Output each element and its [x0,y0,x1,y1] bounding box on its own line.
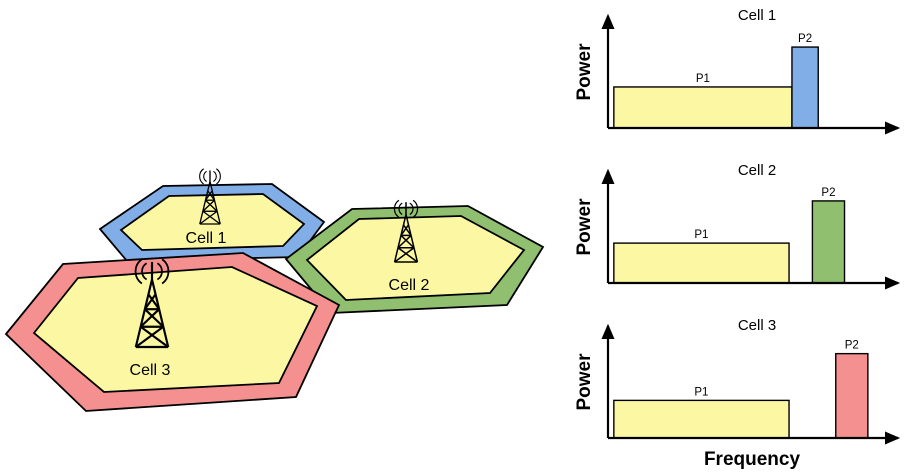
chart-3-bar-p2 [835,352,869,439]
chart-2-ylabel: Power [574,198,595,256]
power-charts: Cell 1 Power P1 P2 Cell 2 Power P1 P2 Ce… [574,7,901,470]
cell-1-hexagon [98,183,326,262]
chart-1-p1-label: P1 [696,73,710,85]
cell-2-center-region [305,215,526,301]
chart-3-title: Cell 3 [738,317,776,334]
cell-3-center-region [32,266,319,393]
chart-2-title: Cell 2 [738,162,776,179]
frequency-axis-label: Frequency [704,449,801,470]
chart-2-p2-label: P2 [821,187,835,199]
cell-1-center-region [119,193,306,251]
chart-cell-3: Cell 3 Power P1 P2 [574,317,901,445]
chart-2-bar-p1 [613,242,790,284]
cell-3-hexagon [4,252,341,412]
chart-1-p2-label: P2 [798,33,812,45]
cell-3-label: Cell 3 [130,362,171,379]
chart-1-title: Cell 1 [738,7,776,24]
chart-1-bar-p2 [791,46,819,129]
chart-3-ylabel: Power [574,353,595,411]
cell-map: Cell 1 Cell 2 Cell 3 [4,168,545,412]
chart-2-p1-label: P1 [694,229,708,241]
chart-1-bar-p1 [613,86,793,129]
cell-2-label: Cell 2 [389,277,430,294]
chart-3-p2-label: P2 [845,340,859,352]
chart-1-ylabel: Power [574,43,595,101]
chart-cell-2: Cell 2 Power P1 P2 [574,162,901,290]
chart-2-bar-p2 [811,200,846,284]
chart-3-p1-label: P1 [694,386,708,398]
chart-cell-1: Cell 1 Power P1 P2 [574,7,901,135]
cell-1-label: Cell 1 [186,230,227,247]
chart-3-bar-p1 [613,399,790,439]
